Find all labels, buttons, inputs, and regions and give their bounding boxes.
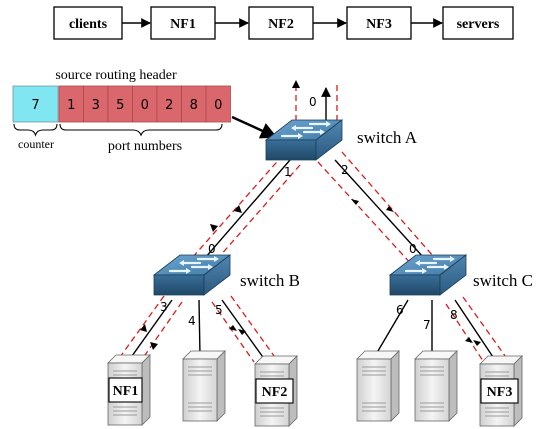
link-a-b <box>204 159 291 259</box>
counter-value: 7 <box>31 98 39 113</box>
server-plain-c2 <box>414 350 458 422</box>
path-b-nf2-in <box>230 295 278 361</box>
ports-label: port numbers <box>108 139 182 154</box>
link-b-nf1 <box>126 299 173 364</box>
link-c-nf3 <box>454 299 496 361</box>
port-field-cell <box>181 85 207 123</box>
port-a-2: 2 <box>341 163 349 177</box>
arrowhead <box>234 205 242 213</box>
chain-label-servers: servers <box>457 17 500 32</box>
port-fields: 1 3 5 0 2 8 0 <box>58 85 231 123</box>
ports-brace <box>59 123 223 137</box>
links <box>126 87 496 364</box>
port-field-cell <box>156 85 182 123</box>
path-a-c-out <box>317 161 414 267</box>
arrowhead <box>465 337 473 343</box>
counter-label: counter <box>18 137 54 151</box>
port-field-value: 1 <box>67 98 75 113</box>
chain-box-nf1 <box>150 6 216 40</box>
arrowhead <box>386 206 394 212</box>
port-field-cell <box>205 85 231 123</box>
link-b-srv <box>198 299 201 357</box>
port-c-6: 6 <box>396 303 404 317</box>
nf2-tag <box>255 378 294 404</box>
port-b-3: 3 <box>160 300 168 314</box>
port-field-value: 0 <box>214 98 222 113</box>
server-nf3: NF3 <box>479 355 523 427</box>
arrowhead <box>473 340 481 346</box>
port-b-0: 0 <box>208 242 216 256</box>
server-icon <box>356 350 400 422</box>
port-field-cell <box>132 85 158 123</box>
port-field-value: 8 <box>190 98 198 113</box>
switch-a-icon <box>264 118 344 162</box>
switch-c: switch C <box>388 253 533 297</box>
chain-label-nf3: NF3 <box>366 17 392 32</box>
port-b-5: 5 <box>215 303 223 317</box>
chain-label-nf2: NF2 <box>268 17 294 32</box>
path-arrowheads <box>140 80 481 350</box>
chain-label-nf1: NF1 <box>170 17 196 32</box>
arrowhead <box>210 224 218 232</box>
path-c-nf3-in <box>462 296 509 361</box>
port-numbers: 0 1 2 0 3 4 5 0 6 7 8 <box>160 95 458 332</box>
server-nf1: NF1 <box>107 354 151 426</box>
server-plain-c1 <box>356 350 400 422</box>
port-field-value: 3 <box>92 98 100 113</box>
path-a-c-in <box>341 151 434 257</box>
chain-box-nf2 <box>248 6 314 40</box>
port-field-value: 5 <box>116 98 124 113</box>
switch-a: switch A <box>264 118 418 162</box>
header-pointer-arrow <box>231 115 278 139</box>
arrowhead <box>292 80 300 88</box>
arrowhead <box>238 329 246 335</box>
nf1-tag-label: NF1 <box>113 384 139 399</box>
path-b-nf1-out <box>114 295 165 365</box>
switch-b-icon <box>152 253 232 297</box>
port-c-0: 0 <box>409 242 417 256</box>
nf3-tag-label: NF3 <box>487 385 513 400</box>
link-b-nf2 <box>221 299 266 361</box>
switch-c-label: switch C <box>473 271 533 290</box>
path-b-nf2-out <box>211 301 255 363</box>
path-a-b-out <box>191 154 284 259</box>
chain-label-clients: clients <box>69 17 108 32</box>
nf3-tag <box>480 378 519 404</box>
switch-b-label: switch B <box>240 271 300 290</box>
port-field-value: 0 <box>141 98 149 113</box>
header-title: source routing header <box>55 68 177 83</box>
packet-path <box>114 85 509 366</box>
port-a-1: 1 <box>284 165 292 179</box>
path-b-nf1-in <box>137 301 183 366</box>
port-b-4: 4 <box>188 314 196 328</box>
arrowhead <box>150 342 158 350</box>
counter-field <box>12 85 59 123</box>
counter-brace <box>13 123 58 137</box>
switch-b: switch B <box>152 253 300 297</box>
server-nf2: NF2 <box>254 355 298 427</box>
server-icon <box>182 350 226 422</box>
chain-box-servers <box>442 6 514 40</box>
link-a-c <box>334 159 425 259</box>
arrowhead <box>351 199 359 205</box>
link-c-srv1 <box>374 299 409 357</box>
path-a-b-in <box>211 164 301 266</box>
port-c-7: 7 <box>423 318 431 332</box>
port-c-8: 8 <box>450 308 458 322</box>
nf2-tag-label: NF2 <box>262 385 288 400</box>
server-plain-b <box>182 350 226 422</box>
port-a-top: 0 <box>309 95 317 109</box>
path-c-nf3-out <box>445 303 486 365</box>
port-field-value: 2 <box>165 98 173 113</box>
arrowhead <box>140 324 147 332</box>
arrowhead <box>229 325 237 331</box>
switch-c-icon <box>388 253 468 297</box>
service-chain: clients NF1 NF2 NF3 servers <box>53 6 514 40</box>
nf1-tag <box>108 377 143 403</box>
server-icon <box>414 350 458 422</box>
chain-box-clients <box>53 6 123 40</box>
switch-a-label: switch A <box>357 128 418 147</box>
